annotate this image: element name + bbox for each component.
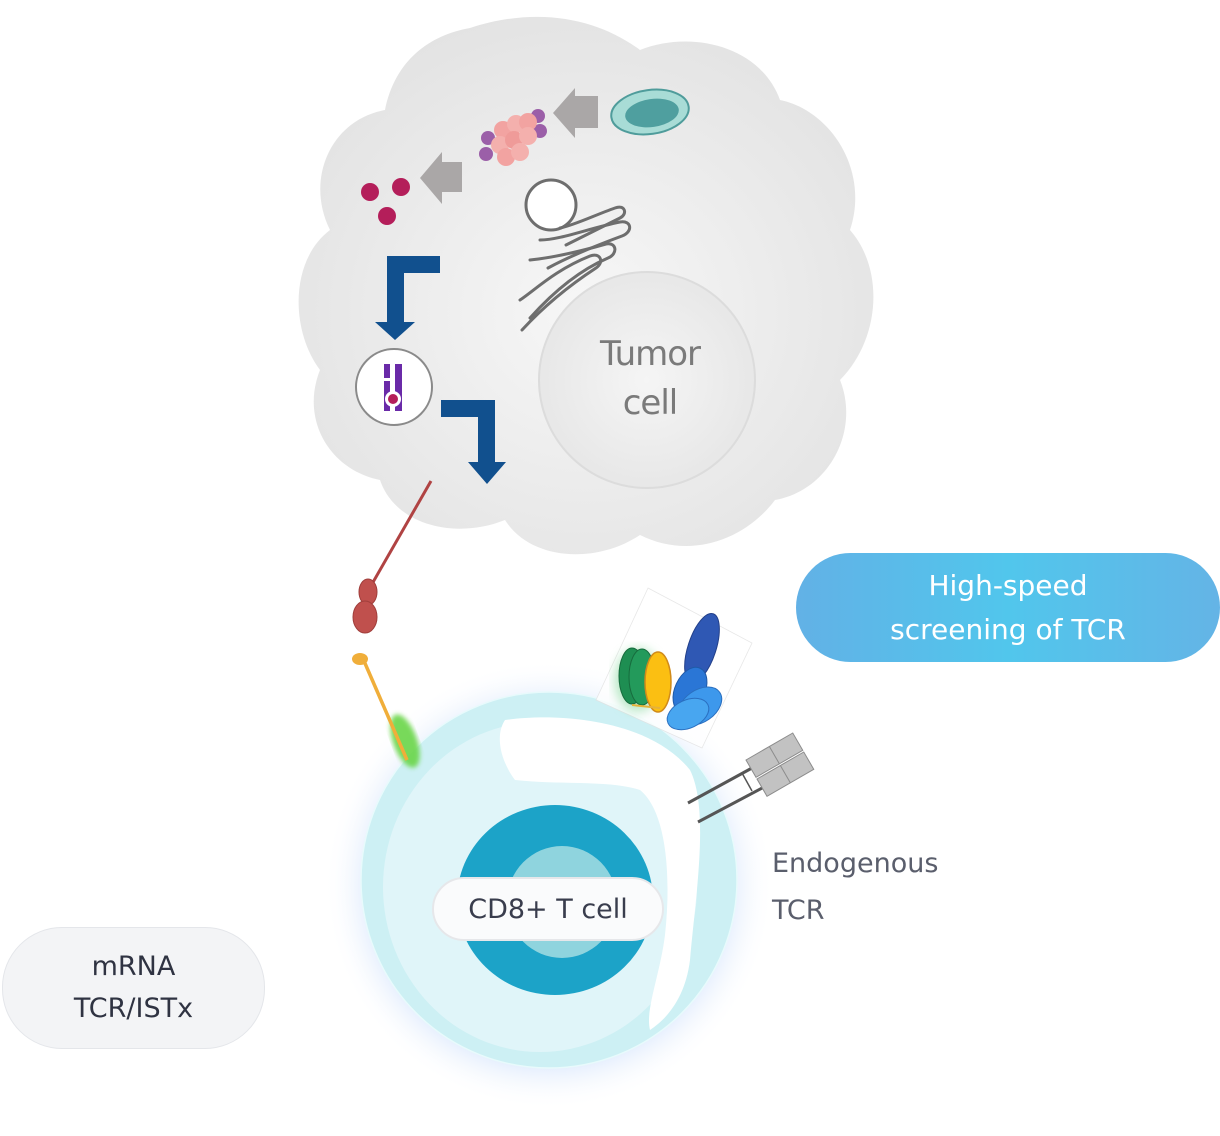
tumor-cell-label-line1: Tumor — [599, 334, 701, 374]
mrna-line2: TCR/ISTx — [73, 993, 194, 1024]
endogenous-tcr-icon — [687, 732, 815, 824]
gray-arrow-icon — [553, 88, 598, 138]
t-cell-label-text: CD8+ T cell — [468, 893, 628, 925]
mrna-line1: mRNA — [91, 951, 176, 983]
endogenous-tcr-label: Endogenous TCR — [772, 840, 938, 935]
golgi-apparatus-icon — [518, 178, 632, 332]
peptide-fragments-icon — [361, 178, 410, 225]
t-cell-highlight — [499, 717, 701, 1030]
tumor-cell — [298, 16, 874, 555]
proteasome-icon — [479, 109, 547, 166]
mhc-surface-icon — [352, 480, 433, 634]
endogenous-tcr-line2: TCR — [772, 895, 825, 927]
tumor-cell-label: Tumor cell — [560, 330, 740, 429]
high-speed-screening-badge: High-speed screening of TCR — [796, 553, 1220, 662]
tumor-nucleus — [538, 271, 756, 489]
endogenous-tcr-line1: Endogenous — [772, 848, 939, 879]
tumor-cell-label-line2: cell — [622, 383, 679, 424]
cd3-complex-icon — [595, 587, 753, 749]
high-speed-line2: screening of TCR — [890, 612, 1126, 646]
t-cell-label: CD8+ T cell — [432, 877, 664, 941]
mrna-tcr-badge: mRNA TCR/ISTx — [2, 927, 265, 1049]
gray-arrow-icon — [420, 152, 462, 204]
blue-flow-arrow-icon — [441, 400, 506, 484]
high-speed-line1: High-speed — [928, 569, 1088, 603]
mhc-peptide-icon — [355, 348, 433, 426]
cell-organelle-icon — [610, 88, 690, 136]
blue-flow-arrow-icon — [375, 256, 440, 340]
transduced-tcr-icon — [352, 653, 420, 768]
